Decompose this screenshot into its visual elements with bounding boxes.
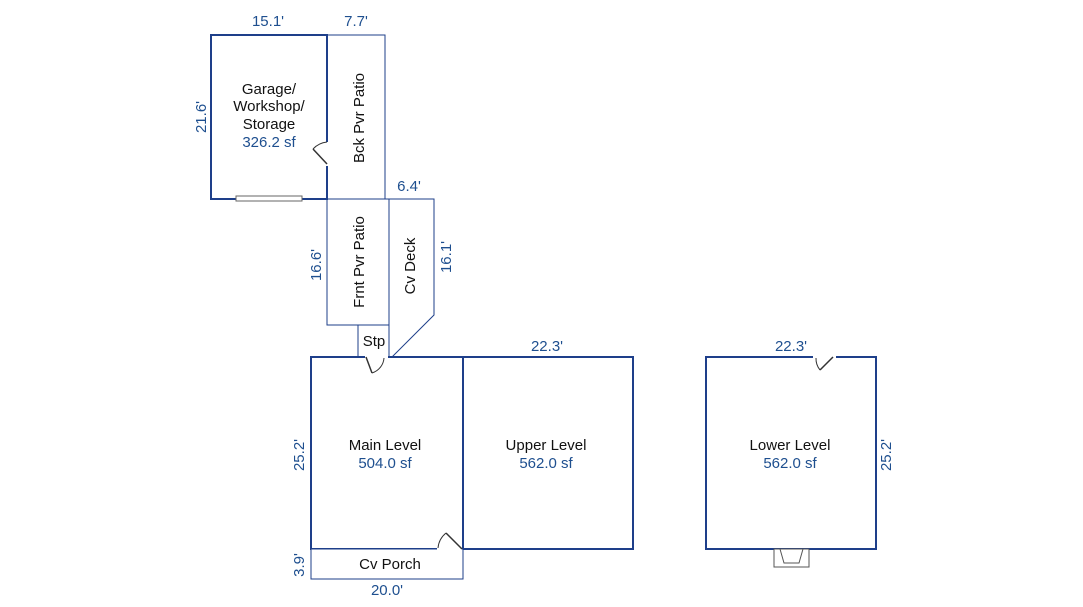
main-entry-door: [365, 355, 388, 374]
garage-width-dim: 15.1': [252, 13, 284, 30]
garage-label-line-1: Garage/: [242, 81, 297, 98]
garage-door-swing: [312, 141, 330, 166]
deck-label: Cv Deck: [402, 237, 419, 294]
garage-label-line-2: Workshop/: [233, 98, 305, 115]
step: [357, 324, 390, 358]
lower-level-label: Lower Level: [750, 437, 831, 454]
deck-depth-dim: 16.1': [438, 241, 455, 273]
main-level-area: 504.0 sf: [358, 455, 412, 472]
front-patio-label: Frnt Pvr Patio: [351, 216, 368, 308]
front-patio-depth-dim: 16.6': [308, 249, 325, 281]
deck-width-dim: 6.4': [397, 178, 421, 195]
stair-opening: [773, 548, 810, 568]
back-patio-label: Bck Pvr Patio: [351, 73, 368, 163]
step-label: Stp: [363, 333, 386, 350]
upper-level-room: [462, 356, 634, 550]
garage-area: 326.2 sf: [242, 134, 296, 151]
garage-depth-dim: 21.6': [193, 101, 210, 133]
back-paver-patio: [326, 34, 386, 200]
main-level-label: Main Level: [349, 437, 422, 454]
garage-room: [210, 34, 328, 200]
porch-depth-dim: 3.9': [291, 553, 308, 577]
lower-level-width-dim: 22.3': [775, 338, 807, 355]
upper-level-label: Upper Level: [506, 437, 587, 454]
porch-width-dim: 20.0': [371, 582, 403, 599]
upper-level-width-dim: 22.3': [531, 338, 563, 355]
garage-label-line-3: Storage: [243, 116, 296, 133]
upper-level-area: 562.0 sf: [519, 455, 573, 472]
garage-door-opening: [235, 195, 303, 202]
lower-level-door: [813, 355, 836, 371]
lower-level-depth-dim: 25.2': [878, 439, 895, 471]
main-level-depth-dim: 25.2': [291, 439, 308, 471]
lower-level-area: 562.0 sf: [763, 455, 817, 472]
back-patio-width-dim: 7.7': [344, 13, 368, 30]
porch-label: Cv Porch: [359, 556, 421, 573]
porch-door: [437, 532, 463, 551]
covered-porch: [310, 548, 464, 580]
lower-level-room: [705, 356, 877, 550]
front-paver-patio: [326, 198, 390, 326]
